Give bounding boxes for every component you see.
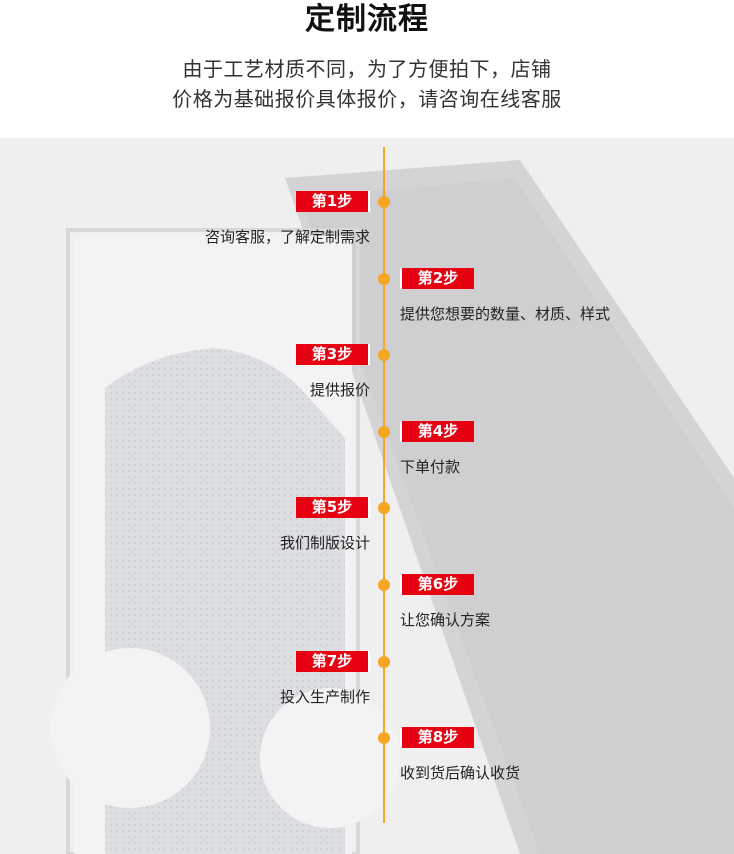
timeline-dot [378, 273, 390, 285]
subtitle-line-1: 由于工艺材质不同，为了方便拍下，店铺 [0, 56, 734, 82]
step-badge-8: 第8步 [400, 727, 474, 748]
step-description-1: 咨询客服，了解定制需求 [205, 227, 370, 247]
step-description-3: 提供报价 [310, 380, 370, 400]
page-title: 定制流程 [0, 2, 734, 38]
step-badge-4: 第4步 [400, 421, 474, 442]
step-description-4: 下单付款 [400, 457, 460, 477]
timeline-dot [378, 426, 390, 438]
step-description-2: 提供您想要的数量、材质、样式 [400, 304, 610, 324]
timeline-dot [378, 579, 390, 591]
step-badge-7: 第7步 [296, 651, 370, 672]
step-badge-5: 第5步 [296, 497, 370, 518]
step-description-8: 收到货后确认收货 [400, 763, 520, 783]
step-description-7: 投入生产制作 [280, 687, 370, 707]
step-description-6: 让您确认方案 [400, 610, 490, 630]
step-description-5: 我们制版设计 [280, 533, 370, 553]
step-badge-1: 第1步 [296, 191, 370, 212]
step-badge-2: 第2步 [400, 268, 474, 289]
timeline-line [383, 147, 385, 823]
timeline-dot [378, 196, 390, 208]
timeline-dot [378, 656, 390, 668]
step-badge-3: 第3步 [296, 344, 370, 365]
step-badge-6: 第6步 [400, 574, 474, 595]
subtitle-line-2: 价格为基础报价具体报价，请咨询在线客服 [0, 86, 734, 112]
header: 定制流程 由于工艺材质不同，为了方便拍下，店铺 价格为基础报价具体报价，请咨询在… [0, 0, 734, 138]
